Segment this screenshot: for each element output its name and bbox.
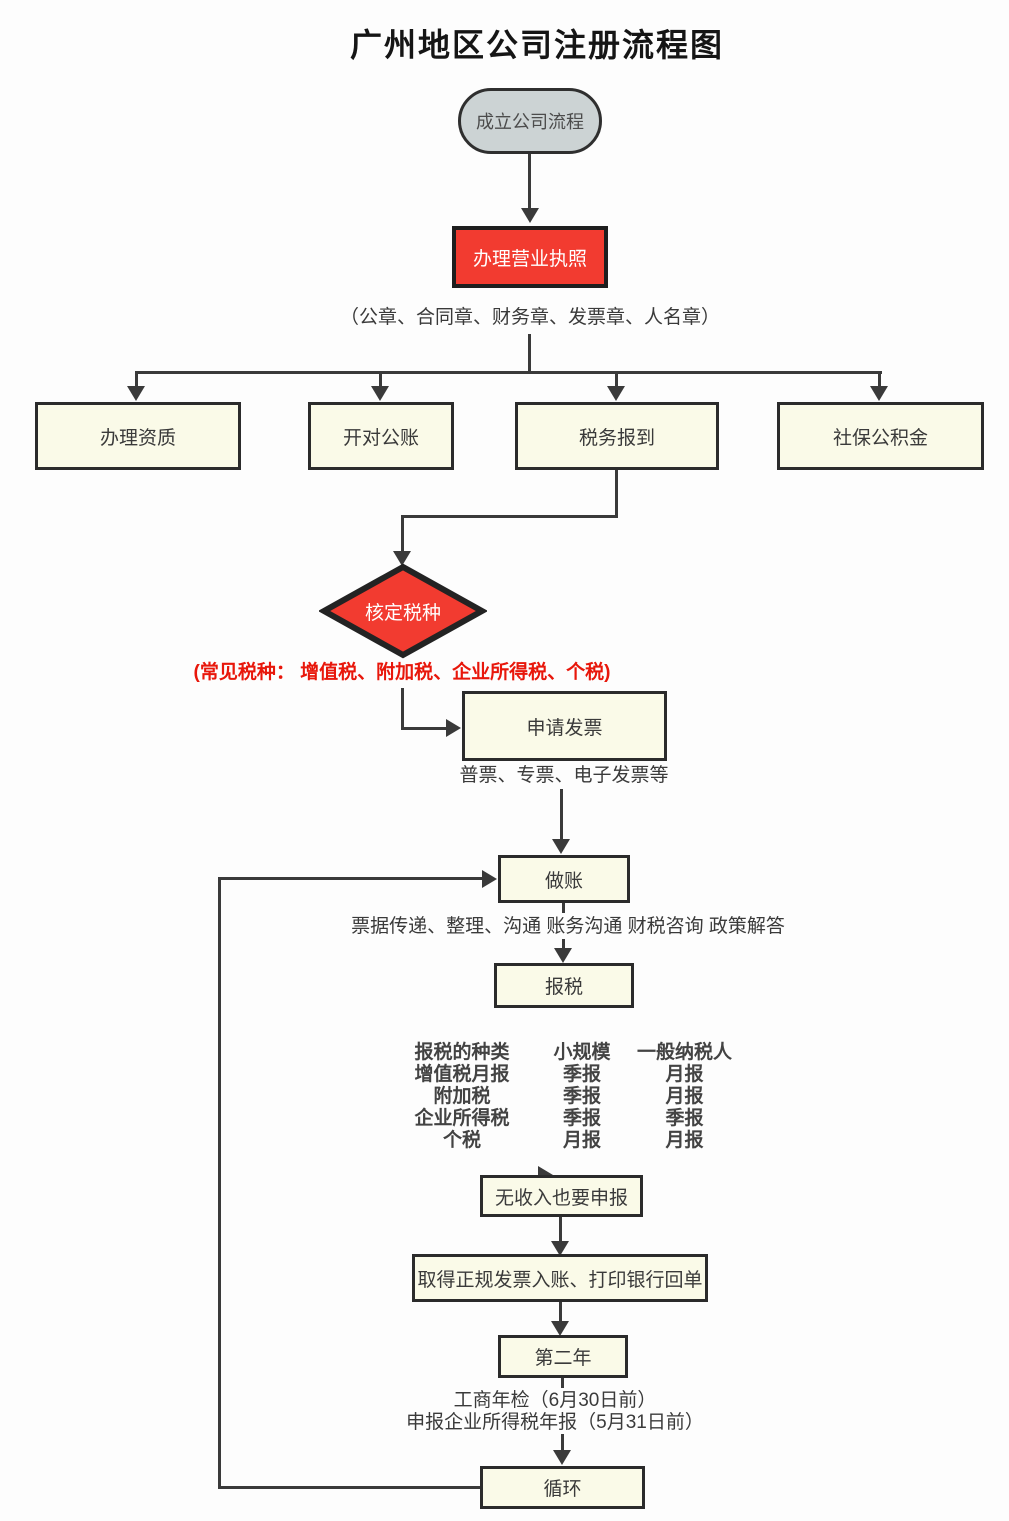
connector-loop-left: [218, 877, 221, 1489]
arrowhead-down-icon: [393, 551, 411, 566]
connector-elbow-diamond: [401, 515, 404, 551]
node-bank-account: 开对公账: [308, 402, 454, 470]
table-cell: 月报: [665, 1130, 704, 1151]
connector-diamond-invoice-v: [401, 688, 404, 730]
connector-loop-bottom: [218, 1486, 480, 1489]
node-tax-registration: 税务报到: [515, 402, 719, 470]
arrowhead-down-icon: [521, 208, 539, 223]
note-common-taxes: (常见税种： 增值税、附加税、企业所得税、个税): [193, 662, 611, 683]
table-cell: 季报: [665, 1108, 704, 1129]
node-invoice-application: 申请发票: [462, 691, 667, 761]
page-title: 广州地区公司注册流程图: [349, 27, 724, 63]
node-tax-verification: 核定税种: [319, 563, 487, 659]
table-cell: 月报: [562, 1130, 601, 1151]
arrowhead-down-icon: [607, 386, 625, 401]
connector-taxreg-elbow-v: [615, 470, 618, 518]
connector-loop-top: [218, 877, 482, 880]
arrowhead-right-icon: [482, 870, 497, 888]
connector-invoicein-secondyear: [559, 1302, 562, 1323]
connector-note-taxfiling: [562, 939, 565, 949]
arrowhead-right-icon: [446, 719, 461, 737]
note-seals: （公章、合同章、财务章、发票章、人名章）: [339, 307, 720, 328]
node-qualification: 办理资质: [35, 402, 241, 470]
node-license: 办理营业执照: [452, 226, 608, 288]
node-bookkeeping: 做账: [498, 855, 630, 903]
connector-note-cycle: [561, 1434, 564, 1450]
note-annual-check: 工商年检（6月30日前）: [453, 1390, 657, 1411]
table-cell: 季报: [562, 1064, 601, 1085]
arrowhead-down-icon: [870, 386, 888, 401]
connector-diamond-invoice-h: [402, 727, 446, 730]
note-annual-tax-report: 申报企业所得税年报（5月31日前）: [406, 1412, 704, 1433]
connector-branch-horizontal: [135, 371, 882, 374]
connector-start-license: [528, 154, 531, 208]
node-cycle: 循环: [480, 1466, 645, 1509]
connector-branch-bank: [379, 372, 382, 386]
arrowhead-down-icon: [553, 1450, 571, 1465]
connector-branch-social: [878, 372, 881, 386]
node-tax-filing: 报税: [494, 963, 634, 1008]
connector-taxreg-elbow-h: [402, 515, 618, 518]
connector-noincome-invoicein: [559, 1217, 562, 1242]
arrowhead-down-icon: [371, 386, 389, 401]
table-cell: 月报: [665, 1086, 704, 1107]
arrowhead-down-icon: [554, 948, 572, 963]
node-social-insurance: 社保公积金: [777, 402, 984, 470]
arrowhead-down-icon: [127, 386, 145, 401]
connector-invoice-bookkeeping: [560, 789, 563, 839]
node-no-income-filing: 无收入也要申报: [480, 1175, 643, 1217]
node-second-year: 第二年: [498, 1335, 628, 1378]
note-invoice-types: 普票、专票、电子发票等: [459, 765, 669, 786]
note-bookkeeping-services: 票据传递、整理、沟通 账务沟通 财税咨询 政策解答: [351, 916, 785, 937]
table-cell: 小规模: [553, 1042, 611, 1063]
table-cell: 个税: [442, 1130, 481, 1151]
tax-table: 报税的种类 小规模 一般纳税人 增值税月报 季报 月报 附加税 季报 月报 企业…: [392, 1042, 737, 1152]
connector-branch-taxreg: [615, 372, 618, 386]
table-cell: 季报: [562, 1108, 601, 1129]
node-start: 成立公司流程: [458, 88, 602, 154]
table-cell: 月报: [665, 1064, 704, 1085]
table-cell: 附加税: [433, 1086, 491, 1107]
arrowhead-down-icon: [552, 839, 570, 854]
table-cell: 企业所得税: [414, 1108, 510, 1129]
diamond-label: 核定税种: [364, 602, 441, 624]
table-cell: 报税的种类: [414, 1042, 510, 1063]
connector-secondyear-note: [561, 1378, 564, 1388]
connector-license-branch: [528, 334, 531, 372]
table-cell: 季报: [562, 1086, 601, 1107]
arrowhead-down-icon: [551, 1321, 569, 1336]
connector-branch-qualification: [135, 372, 138, 386]
connector-bookkeeping-note: [562, 903, 565, 913]
table-cell: 一般纳税人: [636, 1042, 732, 1063]
node-formal-invoice: 取得正规发票入账、打印银行回单: [412, 1254, 708, 1302]
table-cell: 增值税月报: [414, 1064, 510, 1085]
arrowhead-down-icon: [551, 1241, 569, 1256]
diamond-shape: [319, 563, 487, 659]
